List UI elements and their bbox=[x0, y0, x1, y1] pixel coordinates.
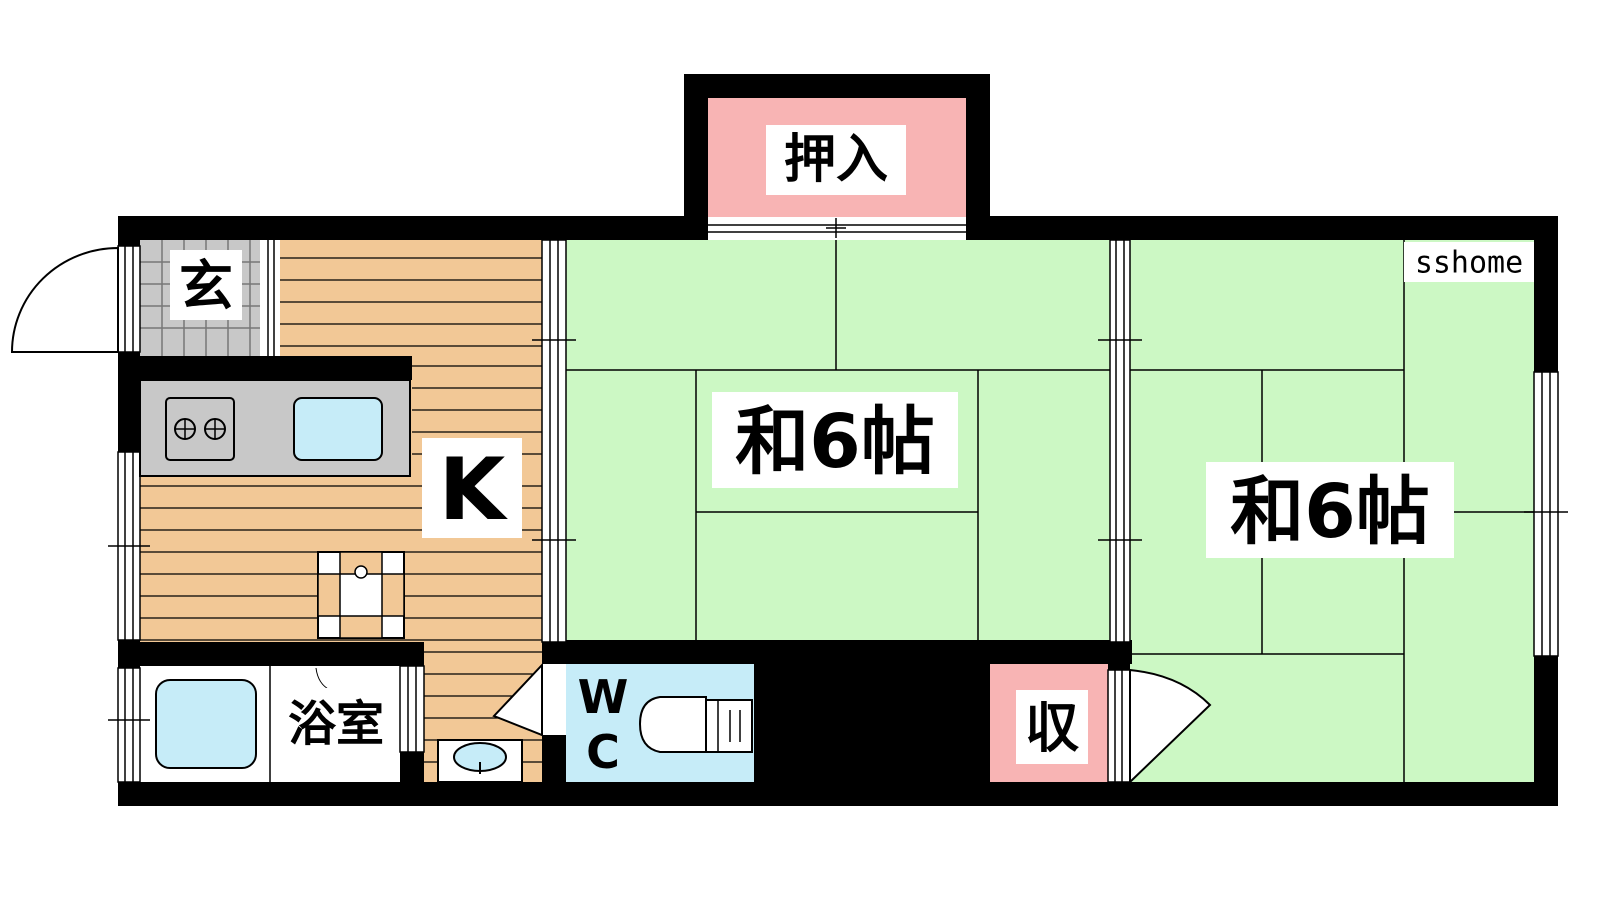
washitsu-1-tatami-seams bbox=[566, 240, 1110, 642]
sliding-doors bbox=[108, 218, 1568, 783]
toilet-icon bbox=[638, 696, 753, 753]
fixtures bbox=[139, 379, 753, 783]
entrance-door-swing bbox=[10, 246, 119, 353]
shuno-label: 収 bbox=[1025, 697, 1079, 760]
wc-label-w: W bbox=[578, 670, 629, 724]
bathtub-icon bbox=[155, 679, 257, 769]
walls bbox=[118, 74, 1558, 806]
genkan-step bbox=[260, 240, 280, 356]
labels: 押入 玄 K 和6帖 和6帖 浴室 W C 収 sshome bbox=[170, 125, 1534, 779]
washitsu-2-label: 和6帖 bbox=[1230, 469, 1430, 555]
sink-icon bbox=[293, 397, 383, 461]
stove-icon bbox=[165, 397, 235, 461]
wc-door-swing bbox=[492, 662, 543, 737]
bathroom-label: 浴室 bbox=[288, 696, 384, 752]
wc-label-c: C bbox=[586, 725, 620, 779]
wash-basin-icon bbox=[437, 739, 523, 783]
washitsu-1-label: 和6帖 bbox=[735, 399, 935, 485]
kitchen-floor bbox=[280, 240, 542, 356]
kitchen-label: K bbox=[439, 440, 509, 540]
watermark-text: sshome bbox=[1415, 246, 1523, 281]
door-swings bbox=[10, 246, 1212, 785]
shuno-door-swing bbox=[1129, 668, 1212, 785]
oshiire-label: 押入 bbox=[784, 130, 888, 190]
genkan-label: 玄 bbox=[179, 255, 233, 318]
washing-machine-space-icon bbox=[317, 551, 405, 639]
